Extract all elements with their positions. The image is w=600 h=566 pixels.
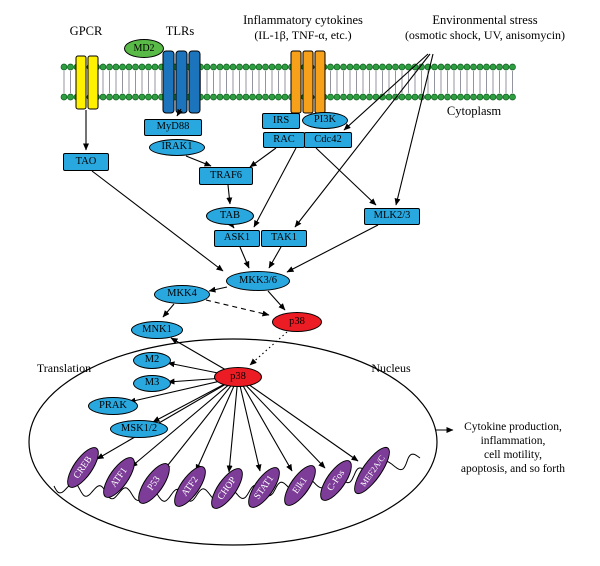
node-md2: MD2: [124, 39, 164, 58]
node-m2: M2: [133, 352, 171, 369]
gpcr-receptor: [75, 55, 99, 110]
cytokine-receptor: [290, 50, 326, 114]
node-irak1: IRAK1: [149, 139, 205, 156]
outcome-line-4: apoptosis, and so forth: [460, 463, 566, 475]
nucleus-label: Nucleus: [371, 361, 411, 375]
node-mlk23: MLK2/3: [364, 208, 420, 225]
node-mkk4: MKK4: [154, 285, 210, 304]
stress-label-line1: Environmental stress: [432, 13, 538, 27]
gpcr-label: GPCR: [69, 24, 103, 38]
node-prak: PRAK: [88, 397, 138, 415]
node-mkk36: MKK3/6: [226, 271, 290, 291]
tlr-receptor: [162, 50, 201, 114]
cytokines-label: Inflammatory cytokines (IL-1β, TNF-α, et…: [212, 13, 394, 43]
node-mnk1: MNK1: [131, 321, 183, 339]
node-p38-cytoplasm: p38: [272, 312, 322, 332]
translation-label: Translation: [36, 361, 92, 375]
node-rac: RAC: [263, 132, 305, 148]
stress-label-line2: (osmotic shock, UV, anisomycin): [404, 28, 566, 42]
nucleus-outline: [28, 338, 438, 546]
stress-label: Environmental stress (osmotic shock, UV,…: [392, 13, 578, 43]
pathway-arrows: [83, 53, 454, 473]
outcome-line-3: cell motility,: [483, 449, 543, 461]
node-traf6: TRAF6: [199, 167, 253, 185]
node-m3: M3: [133, 375, 171, 392]
outcome-line-2: inflammation,: [480, 435, 546, 447]
plasma-membrane: [60, 63, 516, 101]
node-myd88: MyD88: [144, 119, 202, 136]
node-ask1: ASK1: [214, 230, 260, 247]
node-irs: IRS: [262, 113, 300, 129]
node-cdc42: Cdc42: [304, 132, 352, 148]
cytokines-label-line2: (IL-1β, TNF-α, etc.): [254, 28, 352, 42]
cytoplasm-label: Cytoplasm: [446, 104, 502, 118]
outcome-line-1: Cytokine production,: [464, 421, 562, 433]
node-tab: TAB: [206, 207, 254, 225]
cytokines-label-line1: Inflammatory cytokines: [243, 13, 363, 27]
node-pi3k: PI3K: [302, 112, 348, 129]
outcome-text: Cytokine production, inflammation, cell …: [450, 420, 576, 476]
node-p38-nucleus: p38: [214, 367, 262, 387]
tlrs-label: TLRs: [165, 24, 195, 38]
node-tak1: TAK1: [261, 230, 307, 247]
node-msk12: MSK1/2: [110, 420, 168, 438]
dna-strand: [53, 453, 421, 502]
node-tao: TAO: [63, 153, 109, 171]
